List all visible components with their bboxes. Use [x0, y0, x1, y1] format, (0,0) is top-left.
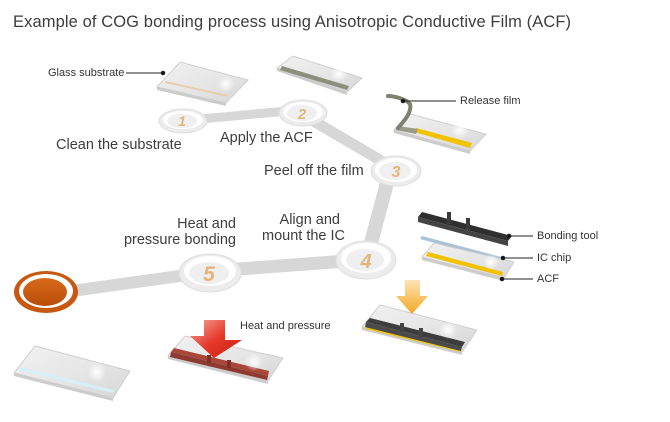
step-number-5: 5	[203, 263, 215, 286]
callout-ic-chip: IC chip	[537, 252, 572, 264]
acf-applied-illustration	[275, 55, 363, 95]
heat-pressure-illustration	[167, 320, 284, 384]
callout-release-film: Release film	[460, 95, 521, 107]
step-node-2	[278, 99, 328, 127]
diagram-title: Example of COG bonding process using Ani…	[13, 13, 572, 31]
end-marker	[14, 271, 78, 313]
final-bonded-illustration	[13, 345, 131, 401]
callout-acf: ACF	[537, 273, 559, 285]
step-label-5-line1: Heat and	[177, 216, 236, 232]
step-label-5-line2: pressure bonding	[123, 232, 236, 248]
callout-leaders	[126, 70, 533, 282]
step-label-3: Peel off the film	[264, 163, 364, 179]
step-node-4	[335, 240, 397, 280]
align-arrow-icon	[396, 280, 428, 314]
release-film-illustration	[386, 94, 487, 154]
step-number-1: 1	[178, 113, 186, 129]
step-label-4-line2: mount the IC	[262, 228, 346, 244]
step-node-5	[178, 253, 242, 293]
step-label-2: Apply the ACF	[220, 130, 313, 146]
step-label-4: Align and mount the IC	[262, 212, 346, 244]
step-number-2: 2	[297, 106, 307, 123]
step-node-3	[370, 155, 422, 187]
step-node-1	[158, 108, 208, 134]
step-number-4: 4	[359, 251, 371, 273]
callout-heat-and-pressure: Heat and pressure	[240, 320, 331, 332]
step-number-3: 3	[392, 164, 401, 181]
step-label-1: Clean the substrate	[56, 137, 182, 153]
ic-mounting-exploded-illustration	[418, 212, 515, 281]
glass-substrate-illustration	[156, 61, 249, 106]
step-label-5: Heat and pressure bonding	[118, 216, 236, 248]
callout-bonding-tool: Bonding tool	[537, 230, 599, 242]
heat-arrow-icon	[190, 320, 242, 358]
ic-aligned-illustration	[361, 280, 478, 355]
callout-glass-substrate: Glass substrate	[48, 67, 125, 79]
step-label-4-line1: Align and	[279, 212, 340, 228]
